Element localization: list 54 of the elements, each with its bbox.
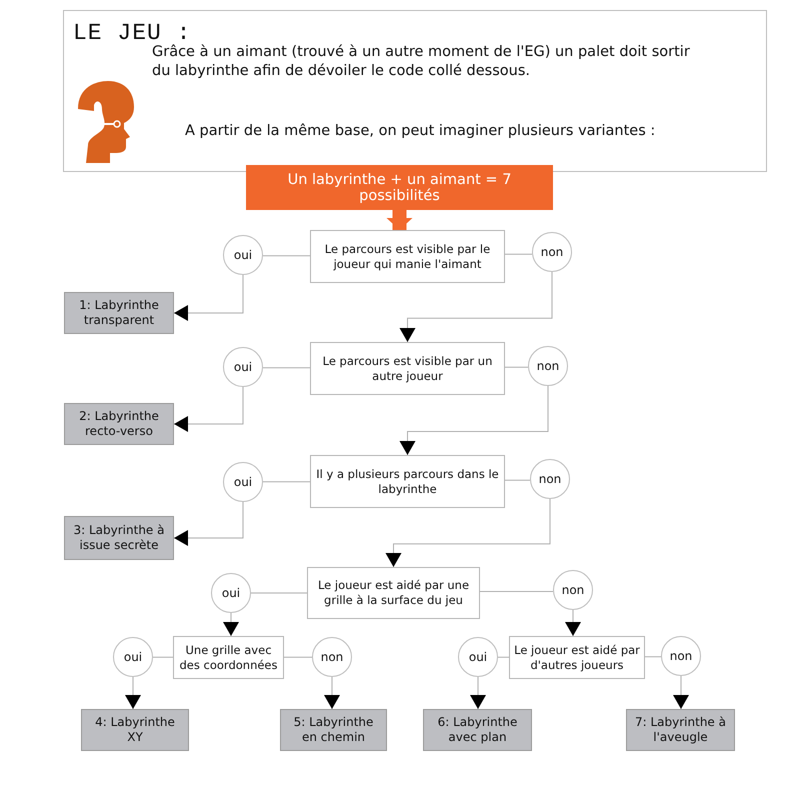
answer-circle: oui [458,637,498,677]
arrow [324,676,340,710]
result-box: 2: Labyrinthe recto-verso [64,403,174,445]
answer-circle: non [532,232,572,272]
connector-line [504,480,530,481]
answer-circle: non [661,636,701,676]
arrow [565,610,581,636]
connector-line [262,367,310,368]
arrow [174,274,244,321]
answer-circle: oui [223,347,263,387]
arrow [400,386,548,456]
connector-line [250,592,308,594]
result-box: 6: Labyrinthe avec plan [423,709,532,751]
arrow [400,272,552,342]
connector-line [262,481,310,482]
result-box: 7: Labyrinthe à l'aveugle [626,709,735,751]
arrow [174,386,244,432]
answer-circle: oui [223,235,263,275]
question-box: Le joueur est aidé par une grille à la surface du jeu [307,567,480,619]
arrow [125,676,141,710]
connector-line [504,254,532,255]
result-box: 1: Labyrinthe transparent [64,292,174,334]
answer-circle: oui [223,462,263,502]
panel-text: Grâce à un aimant (trouvé à un autre moment de l'EG) un palet doit sortir du labyrinthe afin de dévoiler le code collé dessous. [152,43,691,81]
arrow [386,210,412,230]
panel-note: A partir de la même base, on peut imaginer plusieurs variantes : [185,123,656,139]
arrow [470,676,486,710]
question-box: Le parcours est visible par un autre joueur [310,342,505,395]
result-box: 4: Labyrinthe XY [81,709,189,751]
question-box: Il y a plusieurs parcours dans le labyrinthe [310,455,505,508]
summary-banner: Un labyrinthe + un aimant = 7 possibilités [246,165,553,210]
result-box: 3: Labyrinthe à issue secrète [64,516,174,560]
connector-line [152,656,174,658]
result-box: 5: Labyrinthe en chemin [280,709,387,751]
connector-line [498,656,510,658]
connector-line [504,366,528,368]
connector-line [644,656,662,658]
question-box: Le parcours est visible par le joueur qui manie l'aimant [310,230,505,283]
arrow [174,502,244,546]
answer-circle: oui [113,637,153,677]
question-box: Une grille avec des coordonnées [173,636,284,679]
answer-circle: non [553,570,593,610]
arrow [386,498,550,568]
answer-circle: non [528,346,568,386]
connector-line [480,591,554,592]
arrow [673,676,689,710]
connector-line [284,656,312,658]
connector-line [262,255,310,256]
answer-circle: oui [211,573,251,613]
answer-circle: non [312,637,352,677]
intro-panel [63,10,767,172]
question-box: Le joueur est aidé par d'autres joueurs [509,636,645,679]
arrow [223,612,239,636]
answer-circle: non [530,459,570,499]
